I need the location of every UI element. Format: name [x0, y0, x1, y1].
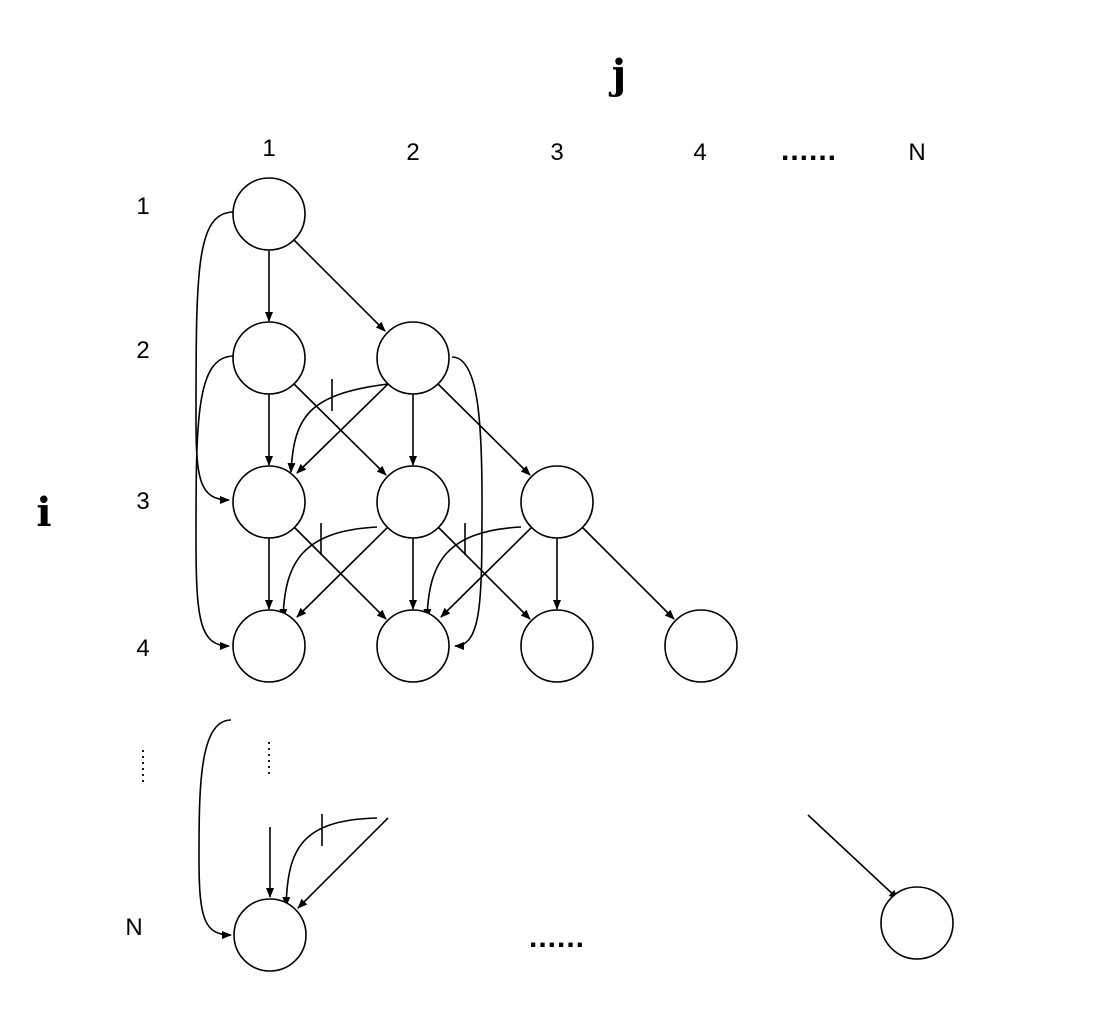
- curved-edge: [279, 526, 378, 619]
- node-4-4: [664, 609, 738, 683]
- curved-edge: [287, 383, 389, 473]
- curved-edge: [198, 719, 232, 939]
- col-label-ellipsis: ......: [781, 134, 837, 167]
- col-label-3: 3: [550, 139, 563, 166]
- edge: [440, 526, 533, 618]
- row-label-n: N: [125, 914, 142, 941]
- nodes: [232, 177, 954, 972]
- edge: [296, 526, 389, 618]
- col-label-4: 4: [693, 139, 706, 166]
- node-4-2: [376, 609, 450, 683]
- node-2-1: [232, 321, 306, 395]
- node-n-n: [880, 886, 954, 960]
- edge: [581, 526, 675, 620]
- curved-edge: [195, 211, 235, 504]
- bottom-row-ellipsis: ......: [529, 921, 585, 954]
- node-4-1: [232, 609, 306, 683]
- row-axis-title: i: [36, 489, 51, 536]
- curved-edge: [195, 355, 235, 650]
- edge: [296, 383, 389, 474]
- row-label-1: 1: [136, 193, 149, 220]
- node-4-3: [520, 609, 594, 683]
- col-label-n: N: [908, 139, 925, 166]
- row-label-3: 3: [136, 488, 149, 515]
- node-3-3: [520, 465, 594, 539]
- col-label-1: 1: [262, 135, 275, 162]
- col-label-2: 2: [406, 139, 419, 166]
- edge: [293, 526, 387, 620]
- node-3-1: [232, 465, 306, 539]
- edge: [293, 383, 387, 476]
- edge: [297, 817, 389, 909]
- edge: [293, 239, 386, 332]
- node-1-1: [232, 177, 306, 251]
- column-axis-title: j: [609, 51, 626, 98]
- curve-tick-marks: [320, 379, 466, 846]
- node-3-2: [376, 465, 450, 539]
- edge: [437, 526, 531, 620]
- edge: [437, 383, 531, 476]
- curved-edges: [195, 211, 522, 939]
- node-n-1: [233, 898, 307, 972]
- edge: [807, 814, 899, 900]
- node-2-2: [376, 321, 450, 395]
- curved-edge: [423, 526, 522, 619]
- straight-edges: [265, 239, 899, 909]
- curved-edge: [451, 356, 483, 650]
- row-label-2: 2: [136, 337, 149, 364]
- curved-edge: [282, 817, 378, 907]
- row-label-4: 4: [136, 635, 149, 662]
